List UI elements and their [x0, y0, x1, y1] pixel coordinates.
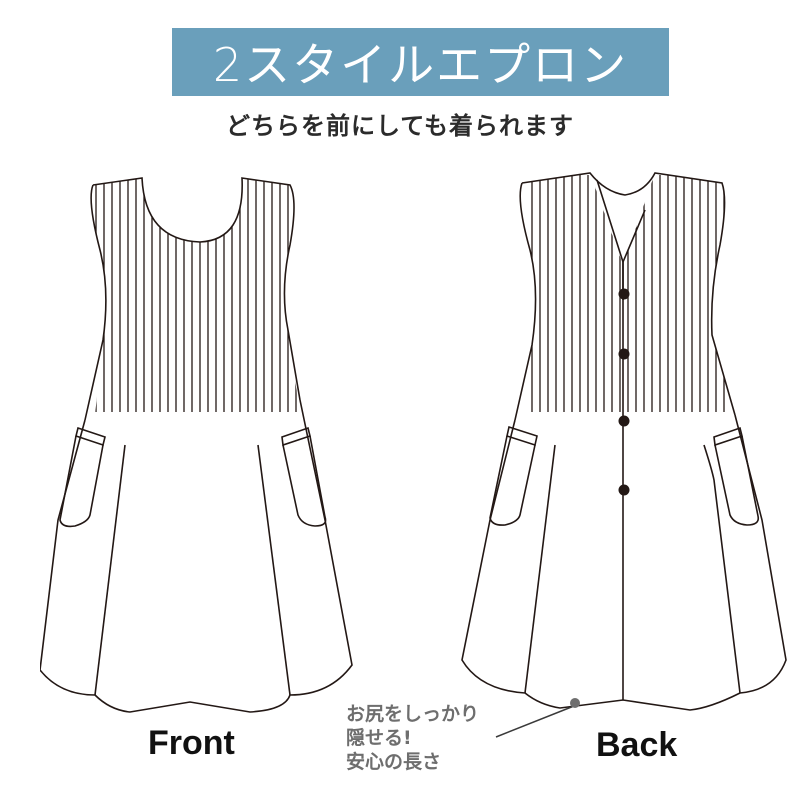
annotation-line-1: お尻をしっかり [346, 703, 480, 725]
annotation-line-3: 安心の長さ [346, 751, 442, 773]
front-label: Front [148, 724, 235, 762]
back-apron-illustration [450, 160, 800, 720]
back-label: Back [596, 726, 678, 764]
title-banner: 2スタイルエプロン [172, 28, 669, 96]
length-annotation: お尻をしっかり 隠せる! 安心の長さ [346, 702, 479, 774]
page-title: 2スタイルエプロン [212, 38, 629, 92]
annotation-line-2: 隠せる! [346, 727, 412, 749]
subtitle: どちらを前にしても着られます [225, 112, 575, 140]
front-apron-illustration [40, 160, 360, 720]
button-icons [618, 288, 630, 496]
